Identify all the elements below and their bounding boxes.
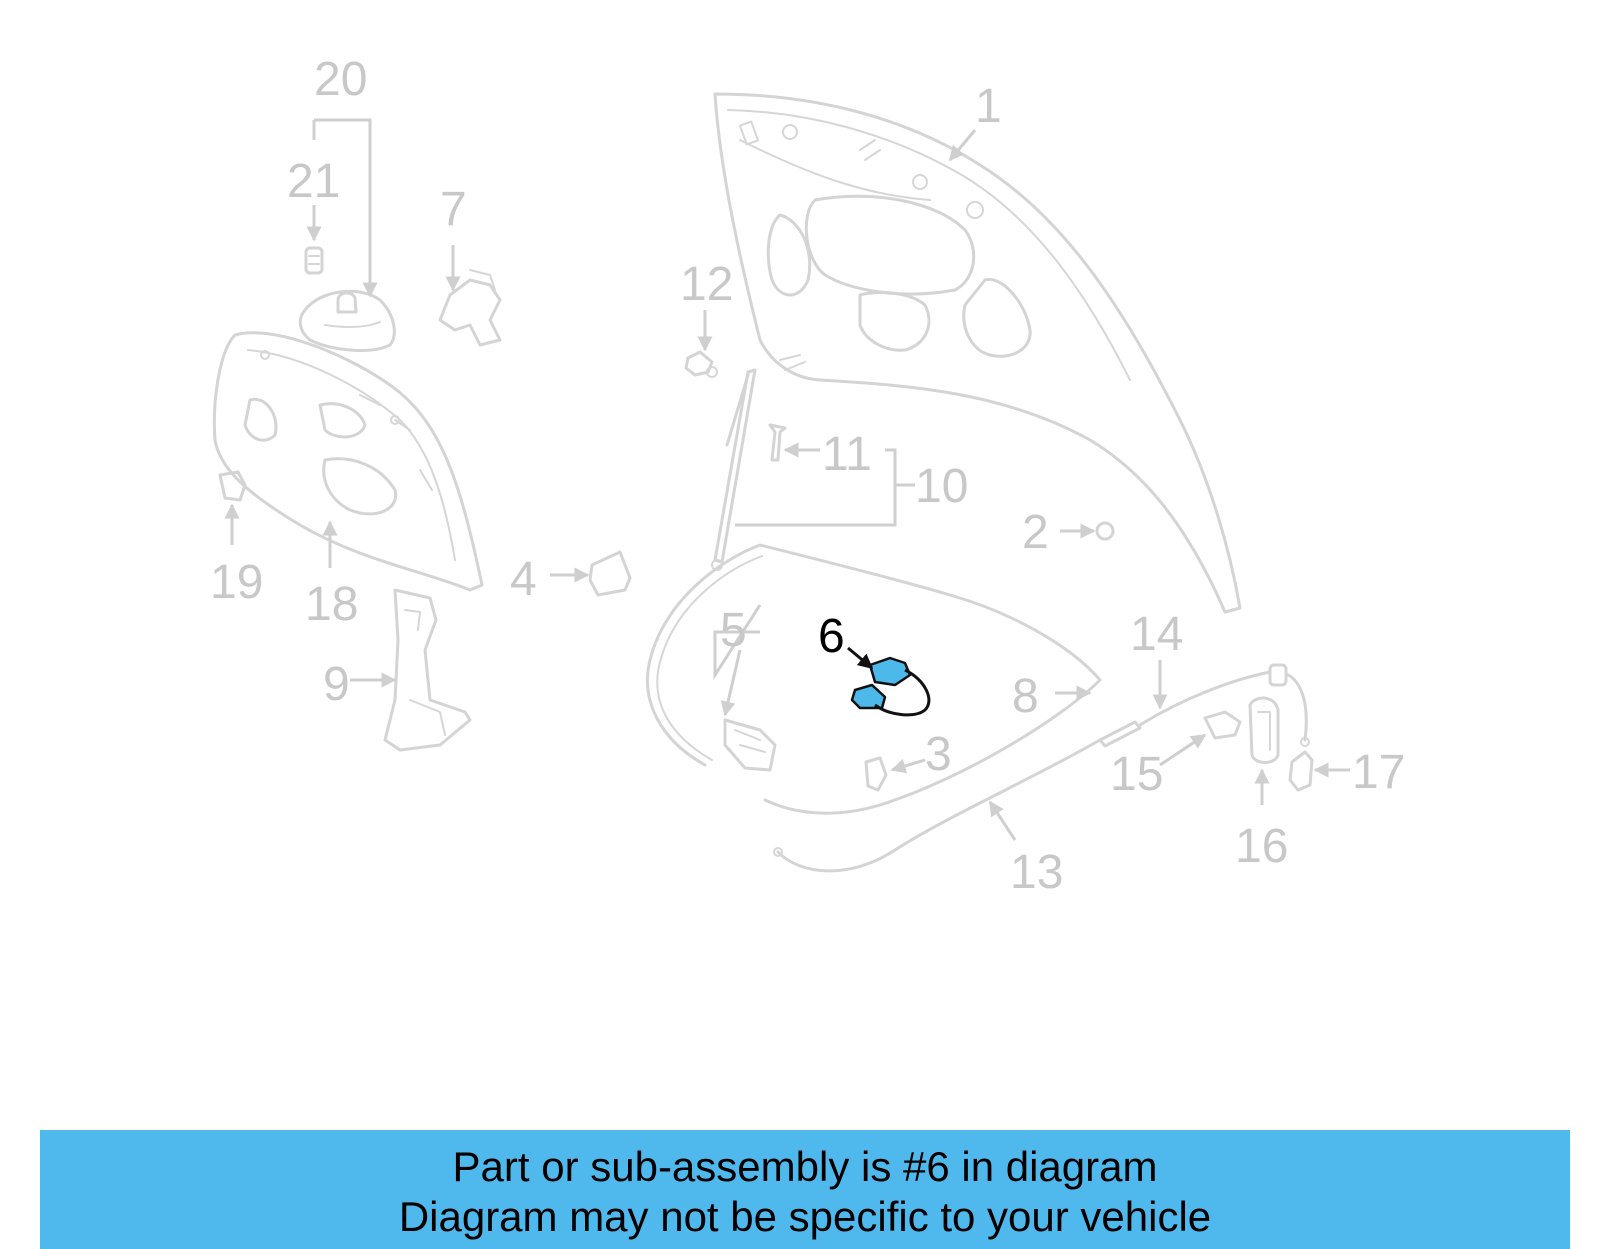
callout-16: 16 xyxy=(1235,820,1288,873)
insulator-clip-part xyxy=(218,470,247,502)
hood-insulator-part xyxy=(212,331,484,592)
nozzle-cap-part xyxy=(304,246,324,275)
callout-13: 13 xyxy=(1010,846,1063,899)
callout-2: 2 xyxy=(1022,506,1049,559)
weatherstrip-part xyxy=(645,543,1102,815)
hood-part xyxy=(713,92,1242,614)
callout-18: 18 xyxy=(305,578,358,631)
bumper-part xyxy=(588,550,632,597)
info-banner: Part or sub-assembly is #6 in diagram Di… xyxy=(40,1130,1570,1249)
cable-assembly-part xyxy=(1098,663,1310,748)
clip-part xyxy=(864,756,888,792)
callout-14: 14 xyxy=(1130,608,1183,661)
callout-5: 5 xyxy=(720,604,747,657)
callout-7: 7 xyxy=(440,183,467,236)
callout-21: 21 xyxy=(287,155,340,208)
callout-15: 15 xyxy=(1110,748,1163,801)
cable-guide-part xyxy=(1203,710,1242,740)
latch-part xyxy=(723,718,777,772)
callout-9: 9 xyxy=(323,658,350,711)
support-bracket-part xyxy=(383,588,472,752)
strut-clip-part xyxy=(768,423,787,462)
callout-8: 8 xyxy=(1012,670,1039,723)
callout-6: 6 xyxy=(818,610,845,663)
hinge-part xyxy=(438,269,502,347)
callout-17: 17 xyxy=(1352,746,1405,799)
plug-part xyxy=(1095,521,1115,541)
callout-20: 20 xyxy=(314,53,367,106)
callout-1: 1 xyxy=(975,80,1002,133)
callout-4: 4 xyxy=(510,553,537,606)
washer-nozzle-part xyxy=(298,289,396,352)
highlighted-switch-part xyxy=(850,656,931,717)
callout-10: 10 xyxy=(915,460,968,513)
callout-3: 3 xyxy=(925,728,952,781)
callout-12: 12 xyxy=(680,258,733,311)
bezel-part xyxy=(1288,750,1314,792)
banner-disclaimer-line: Diagram may not be specific to your vehi… xyxy=(398,1193,1212,1240)
release-cable-part xyxy=(776,738,1102,873)
gas-strut-part xyxy=(711,368,757,571)
banner-part-line: Part or sub-assembly is #6 in diagram xyxy=(452,1143,1158,1190)
callout-11: 11 xyxy=(822,428,872,481)
callout-19: 19 xyxy=(210,556,263,609)
prop-rod-fastener-part xyxy=(684,350,718,378)
release-handle-part xyxy=(1248,696,1280,764)
